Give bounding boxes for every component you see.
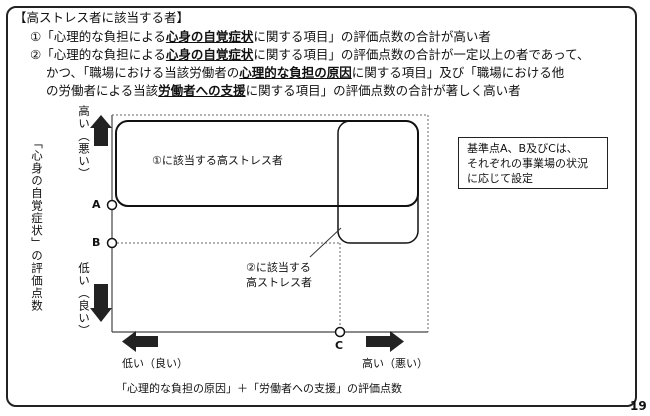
y-high-label: 高い（悪い） — [77, 105, 91, 180]
page-number: 19 — [630, 399, 647, 413]
x-axis-label: 「心理的な負担の原因」＋「労働者への支援」の評価点数 — [116, 382, 402, 395]
point-b-label: B — [92, 236, 101, 249]
x-high-label: 高い（悪い） — [362, 357, 428, 370]
note-line-1: 基準点A、B及びCは、 — [467, 142, 578, 155]
down-arrow-shaft — [94, 284, 108, 310]
slide-frame — [6, 6, 637, 407]
right-arrow-icon — [390, 331, 404, 352]
criterion-1-line-1: ①「心理的な負担による心身の自覚症状に関する項目」の評価点数の合計が高い者 — [30, 29, 491, 44]
region-2-label-line-1: ②に該当する — [246, 261, 311, 274]
point-c-label: C — [335, 339, 344, 352]
criterion-2-line-1: ②「心理的な負担による心身の自覚症状に関する項目」の評価点数の合計が一定以上の者… — [30, 47, 590, 62]
criterion-1-emphasis-symptoms: 心身の自覚症状 — [165, 29, 254, 44]
criterion-2-emphasis-symptoms: 心身の自覚症状 — [165, 47, 254, 62]
point-a-label: A — [92, 198, 101, 211]
y-axis-label: 「心身の自覚症状」の評価点数 — [30, 137, 44, 312]
up-arrow-icon — [90, 115, 112, 128]
point-c-marker — [334, 326, 346, 338]
criteria-note-box: 基準点A、B及びCは、 それぞれの事業場の状況 に応じて設定 — [458, 137, 608, 189]
region-2-leader-line — [309, 227, 342, 258]
criterion-2-line-3: の労働者による当該労働者への支援に関する項目」の評価点数の合計が著しく高い者 — [46, 83, 521, 98]
point-a-marker — [106, 199, 118, 211]
point-b-marker — [106, 237, 118, 249]
criterion-2-line-2: かつ、「職場における当該労働者の心理的な負担の原因に関する項目」及び「職場におけ… — [46, 65, 565, 80]
x-low-label: 低い（良い） — [122, 357, 188, 370]
right-arrow-shaft — [366, 336, 392, 347]
left-arrow-icon — [122, 331, 136, 352]
criterion-2-emphasis-support: 労働者への支援 — [158, 83, 246, 98]
left-arrow-shaft — [134, 336, 158, 347]
region-1-label: ①に該当する高ストレス者 — [152, 154, 283, 167]
y-low-label: 低い（良い） — [77, 262, 91, 337]
note-line-3: に応じて設定 — [467, 172, 533, 185]
page-heading: 【高ストレス者に該当する者】 — [14, 10, 190, 25]
region-criterion-2 — [337, 120, 419, 244]
down-arrow-icon — [90, 308, 112, 322]
region-2-label-line-2: 高ストレス者 — [246, 276, 312, 289]
note-line-2: それぞれの事業場の状況 — [467, 157, 588, 170]
criterion-2-emphasis-cause: 心理的な負担の原因 — [239, 65, 352, 80]
up-arrow-shaft — [94, 127, 108, 146]
